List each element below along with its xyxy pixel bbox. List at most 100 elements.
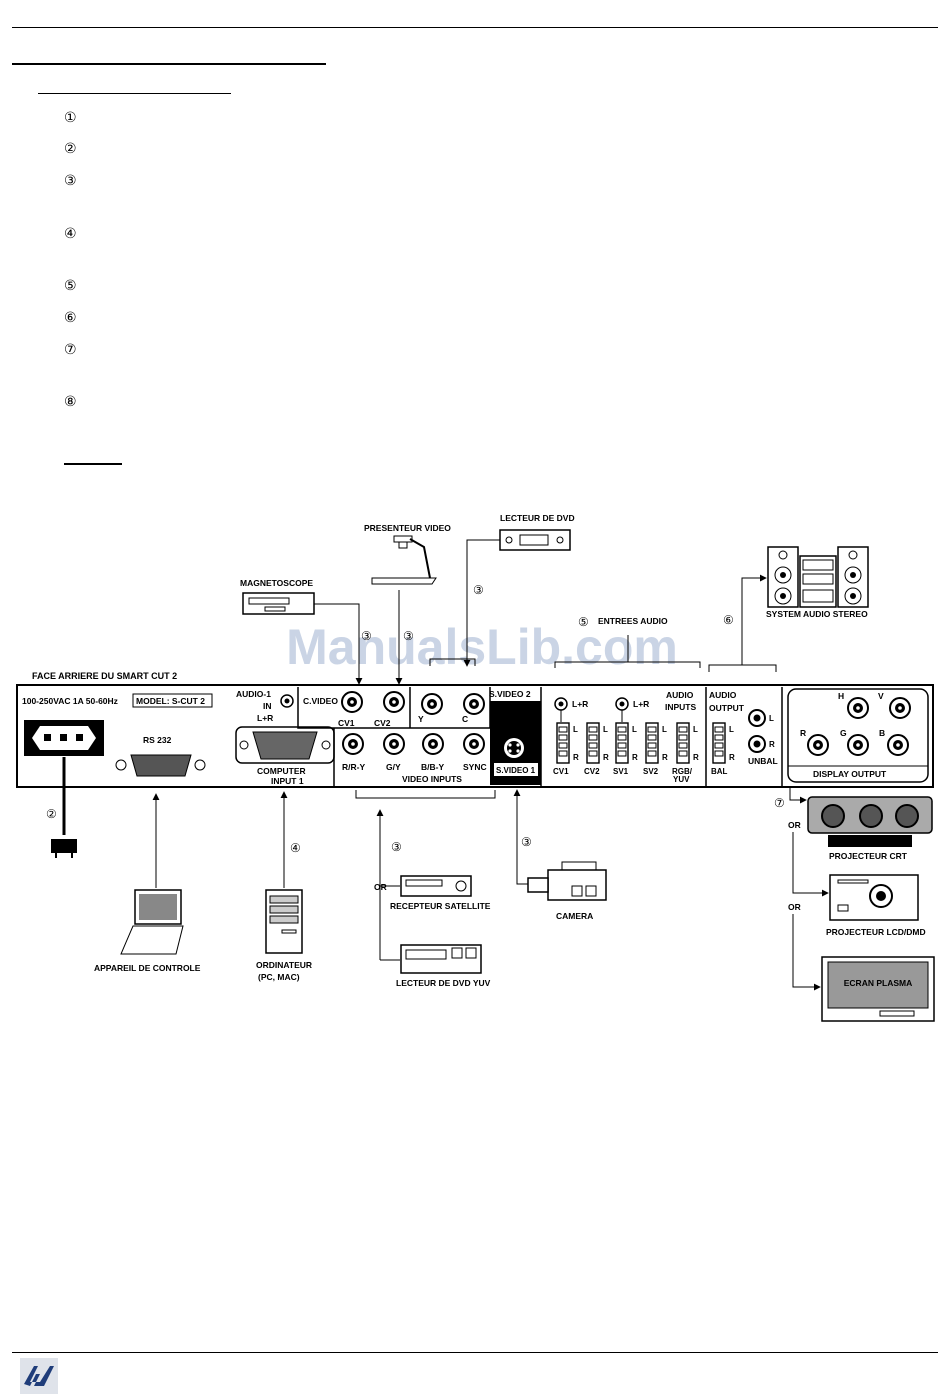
rgb-r: R <box>693 753 699 762</box>
unbal-label: UNBAL <box>748 756 778 766</box>
power-rating: 100-250VAC 1A 50-60Hz <box>22 696 118 706</box>
cv2-l: L <box>603 725 608 734</box>
marker-3-sat: ③ <box>391 840 402 854</box>
computer-input-label-1: COMPUTER <box>257 766 306 776</box>
marker-6: ⑥ <box>723 613 734 627</box>
brand-logo <box>20 1358 58 1394</box>
sync-label: SYNC <box>463 762 487 772</box>
section-underline <box>12 63 326 65</box>
a-sv1-label: SV1 <box>613 767 629 776</box>
cv2-label: CV2 <box>374 718 391 728</box>
or-label-sat: OR <box>374 882 387 892</box>
svideo2-label: S.VIDEO 2 <box>489 689 531 699</box>
top-rule <box>12 27 938 28</box>
rgb-l: L <box>693 725 698 734</box>
system-audio-label: SYSTEM AUDIO STEREO <box>766 609 868 619</box>
audio-inputs-label-1: AUDIO <box>666 690 694 700</box>
cvideo-label: C.VIDEO <box>303 696 338 706</box>
ecran-plasma-label: ECRAN PLASMA <box>844 978 912 988</box>
g-label: G <box>840 728 847 738</box>
sv2-l: L <box>662 725 667 734</box>
c-label: C <box>462 714 468 724</box>
gy-label: G/Y <box>386 762 401 772</box>
unbal-l: L <box>769 714 774 723</box>
model-label: MODEL: S-CUT 2 <box>136 696 205 706</box>
video-inputs-label: VIDEO INPUTS <box>402 774 462 784</box>
a-sv2-label: SV2 <box>643 767 659 776</box>
lecteur-dvd-yuv-label: LECTEUR DE DVD YUV <box>396 978 491 988</box>
marker-7: ⑦ <box>774 796 785 810</box>
a-cv1-label: CV1 <box>553 767 569 776</box>
recepteur-label: RECEPTEUR SATELLITE <box>390 901 491 911</box>
projecteur-crt-label: PROJECTEUR CRT <box>829 851 908 861</box>
footer-rule <box>12 1352 938 1353</box>
audio1-label-1: AUDIO-1 <box>236 689 271 699</box>
entrees-audio-label: ENTREES AUDIO <box>598 616 668 626</box>
projecteur-lcd-label: PROJECTEUR LCD/DMD <box>826 927 926 937</box>
laptop <box>120 889 184 955</box>
list-marker-5: ⑤ <box>64 278 77 294</box>
rs232-connector <box>130 754 192 777</box>
h-label: H <box>838 691 844 701</box>
presenteur-label: PRESENTEUR VIDEO <box>364 523 451 533</box>
rgb-label-2: YUV <box>673 775 690 784</box>
unbal-r: R <box>769 740 775 749</box>
lr-label-2: L+R <box>633 699 649 709</box>
camera <box>527 861 607 901</box>
magnetoscope-label: MAGNETOSCOPE <box>240 578 313 588</box>
list-marker-8: ⑧ <box>64 394 77 410</box>
marker-3-mag: ③ <box>361 629 372 643</box>
ecran-plasma <box>821 956 935 1022</box>
computer-tower <box>265 889 303 954</box>
list-marker-6: ⑥ <box>64 310 77 326</box>
sv2-r: R <box>662 753 668 762</box>
list-marker-1: ① <box>64 110 77 126</box>
subsection-underline <box>38 93 231 94</box>
r-label: R <box>800 728 806 738</box>
lecteur-dvd-label: LECTEUR DE DVD <box>500 513 575 523</box>
audio1-label-3: L+R <box>257 713 273 723</box>
connection-diagram: ManualsLib.com FACE ARRIERE DU SMART CUT… <box>16 513 935 1022</box>
cv1-label: CV1 <box>338 718 355 728</box>
marker-5: ⑤ <box>578 615 589 629</box>
list-marker-3: ③ <box>64 173 77 189</box>
bal-l: L <box>729 725 734 734</box>
rry-label: R/R-Y <box>342 762 365 772</box>
display-output-label: DISPLAY OUTPUT <box>813 769 887 779</box>
appareil-label: APPAREIL DE CONTROLE <box>94 963 201 973</box>
projecteur-lcd <box>829 874 919 921</box>
list-marker-7: ⑦ <box>64 342 77 358</box>
marker-3-cam: ③ <box>521 835 532 849</box>
bby-label: B/B-Y <box>421 762 444 772</box>
sv1-r: R <box>632 753 638 762</box>
bal-r: R <box>729 753 735 762</box>
system-audio-stereo <box>767 546 869 608</box>
svideo1-label: S.VIDEO 1 <box>496 766 536 775</box>
sv1-l: L <box>632 725 637 734</box>
v-label: V <box>878 691 884 701</box>
b-label: B <box>879 728 885 738</box>
marker-3-pres: ③ <box>403 629 414 643</box>
power-plug <box>51 839 77 858</box>
bal-label: BAL <box>711 767 728 776</box>
rgb-label-1: RGB/ <box>672 767 693 776</box>
cv1-l: L <box>573 725 578 734</box>
list-marker-2: ② <box>64 141 77 157</box>
cv2-r: R <box>603 753 609 762</box>
or-label-2: OR <box>788 902 801 912</box>
marker-3-dvd: ③ <box>473 583 484 597</box>
lecteur-dvd <box>499 529 571 551</box>
ordinateur-label-1: ORDINATEUR <box>256 960 312 970</box>
cv1-r: R <box>573 753 579 762</box>
list-marker-4: ④ <box>64 226 77 242</box>
note-underline <box>64 463 122 465</box>
projecteur-crt <box>807 796 933 847</box>
or-label-1: OR <box>788 820 801 830</box>
computer-input-label-2: INPUT 1 <box>271 776 304 786</box>
computer-input-connector <box>252 731 318 760</box>
audio1-label-2: IN <box>263 701 272 711</box>
marker-2: ② <box>46 807 57 821</box>
lr-label-1: L+R <box>572 699 588 709</box>
watermark: ManualsLib.com <box>286 619 678 675</box>
a-cv2-label: CV2 <box>584 767 600 776</box>
